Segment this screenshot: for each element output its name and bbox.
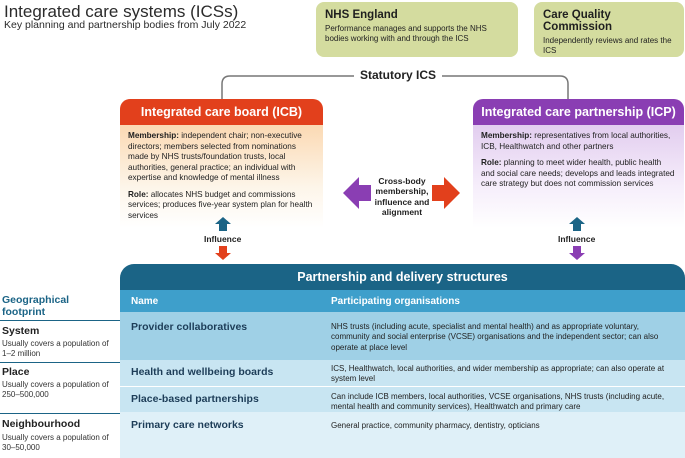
icb-title: Integrated care board (ICB) (140, 105, 303, 119)
icb-membership-label: Membership: (128, 131, 179, 140)
icp-body: Membership: representatives from local a… (473, 125, 684, 228)
column-header-name: Name (131, 295, 159, 307)
row-name-health-wellbeing-boards: Health and wellbeing boards (131, 366, 274, 378)
level-place-desc: Usually covers a population of 250–500,0… (2, 380, 109, 400)
geo-divider-place (0, 413, 120, 414)
cross-body-arrow-right-icon (432, 177, 460, 209)
influence-right-label: Influence (558, 234, 596, 244)
row-orgs-place-based-partnerships: Can include ICB members, local authoriti… (331, 392, 665, 412)
row-orgs-primary-care-networks: General practice, community pharmacy, de… (331, 421, 540, 430)
level-place: Place (2, 366, 30, 378)
row-name-primary-care-networks: Primary care networks (131, 419, 244, 431)
cross-body-arrow-left-icon (343, 177, 371, 209)
icp-header: Integrated care partnership (ICP) (473, 99, 684, 125)
influence-left-label: Influence (204, 234, 242, 244)
level-neighbourhood: Neighbourhood (2, 418, 81, 430)
geo-divider-system (0, 362, 120, 363)
geo-divider-top (0, 320, 120, 321)
row-orgs-provider-collaboratives: NHS trusts (including acute, specialist … (331, 322, 659, 352)
row-name-provider-collaboratives: Provider collaboratives (131, 321, 248, 333)
icb-body: Membership: independent chair; non-execu… (120, 125, 323, 228)
column-header-orgs: Participating organisations (331, 295, 460, 307)
icp-title: Integrated care partnership (ICP) (481, 105, 676, 119)
cqc-text: Independently reviews and rates the ICS (543, 36, 672, 56)
icb-header: Integrated care board (ICB) (120, 99, 323, 125)
influence-up-arrow-right-icon (569, 217, 585, 231)
column-header-row: Name Participating organisations (120, 290, 685, 312)
level-neighbourhood-desc: Usually covers a population of 30–50,000 (2, 433, 109, 453)
neighbourhood-row (120, 412, 685, 458)
level-system: System (2, 325, 40, 337)
icp-membership-text: representatives from local authorities, … (481, 131, 671, 151)
icp-role-text: planning to meet wider health, public he… (481, 158, 675, 188)
icp-role-label: Role: (481, 158, 502, 167)
level-system-desc: Usually covers a population of 1–2 milli… (2, 339, 109, 359)
icb-membership-text: independent chair; non-executive directo… (128, 131, 302, 182)
icp-membership-label: Membership: (481, 131, 532, 140)
place-row-divider (120, 386, 685, 387)
partnership-header: Partnership and delivery structures (120, 264, 685, 290)
geo-heading: Geographical footprint (2, 294, 70, 319)
nhs-england-box: NHS England Performance manages and supp… (316, 2, 518, 57)
nhs-england-title: NHS England (325, 9, 398, 21)
nhs-england-text: Performance manages and supports the NHS… (325, 24, 487, 44)
page-subtitle: Key planning and partnership bodies from… (4, 19, 247, 31)
statutory-ics-label: Statutory ICS (354, 68, 443, 82)
influence-down-arrow-right-icon (569, 246, 585, 260)
row-name-place-based-partnerships: Place-based partnerships (131, 393, 259, 405)
influence-up-arrow-icon (215, 217, 231, 231)
icb-role-label: Role: (128, 189, 149, 199)
cqc-box: Care Quality Commission Independently re… (534, 2, 684, 57)
row-orgs-health-wellbeing-boards: ICS, Healthwatch, local authorities, and… (331, 364, 665, 384)
cqc-title: Care Quality Commission (543, 9, 613, 33)
partnership-title: Partnership and delivery structures (297, 270, 508, 284)
system-row (120, 312, 685, 360)
cross-body-label: Cross-body membership, influence and ali… (374, 176, 430, 218)
influence-down-arrow-icon (215, 246, 231, 260)
icb-role-text: allocates NHS budget and commissions ser… (128, 189, 313, 220)
page-title: Integrated care systems (ICSs) (4, 2, 239, 21)
